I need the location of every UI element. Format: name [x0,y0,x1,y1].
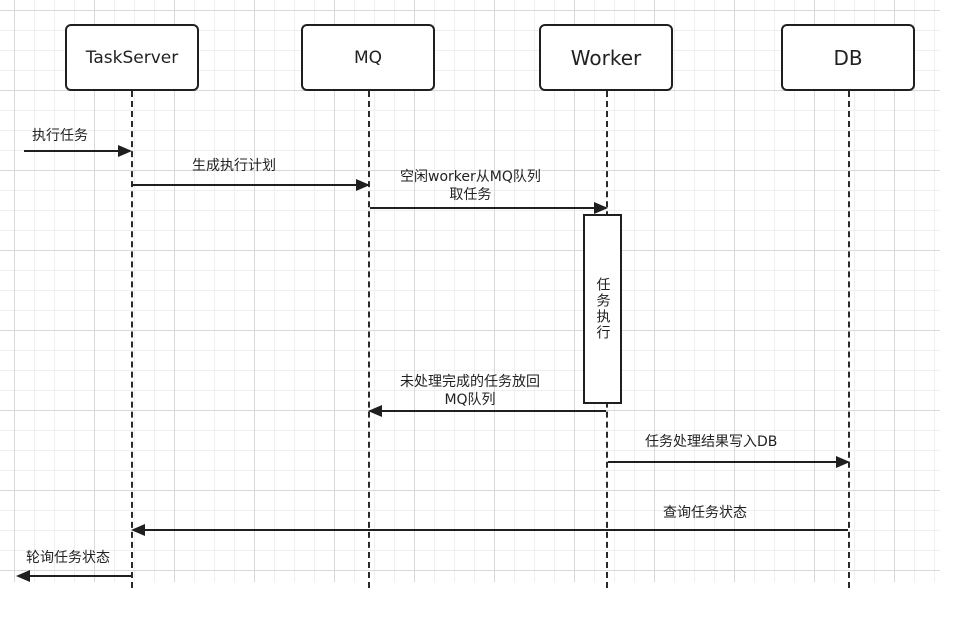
message-label-execute-task: 执行任务 [32,128,88,144]
participant-db: DB [781,24,915,91]
message-arrow-return-task [368,405,606,417]
participant-label: Worker [570,45,642,70]
message-label-poll-status: 轮询任务状态 [26,550,110,566]
participant-mq: MQ [301,24,435,91]
participant-worker: Worker [539,24,673,91]
message-label-fetch-task: 空闲worker从MQ队列 取任务 [400,168,541,204]
message-label-write-db: 任务处理结果写入DB [645,434,778,450]
grid-background [0,0,940,582]
message-arrow-poll-status [16,570,131,582]
message-arrow-execute-task [24,145,132,157]
message-arrow-generate-plan [132,179,370,191]
participant-label: MQ [353,47,383,68]
lifeline-taskserver [131,91,133,588]
message-label-return-task: 未处理完成的任务放回 MQ队列 [400,373,540,409]
message-label-generate-plan: 生成执行计划 [192,158,276,174]
message-label-line: 空闲worker从MQ队列 [400,169,541,185]
lifeline-mq [368,91,370,588]
activation-box-worker: 任务执行 [583,214,622,404]
participant-taskserver: TaskServer [65,24,199,91]
message-arrow-fetch-task [370,202,608,214]
activation-label: 任务执行 [594,277,611,341]
lifeline-db [848,91,850,588]
message-arrow-query-status [131,524,848,536]
message-label-line: 未处理完成的任务放回 [400,374,540,390]
message-label-line: 取任务 [449,187,492,203]
participant-label: DB [833,45,863,70]
participant-label: TaskServer [85,47,179,68]
message-label-query-status: 查询任务状态 [663,505,747,521]
message-label-line: MQ队列 [444,392,496,408]
message-arrow-write-db [608,456,850,468]
